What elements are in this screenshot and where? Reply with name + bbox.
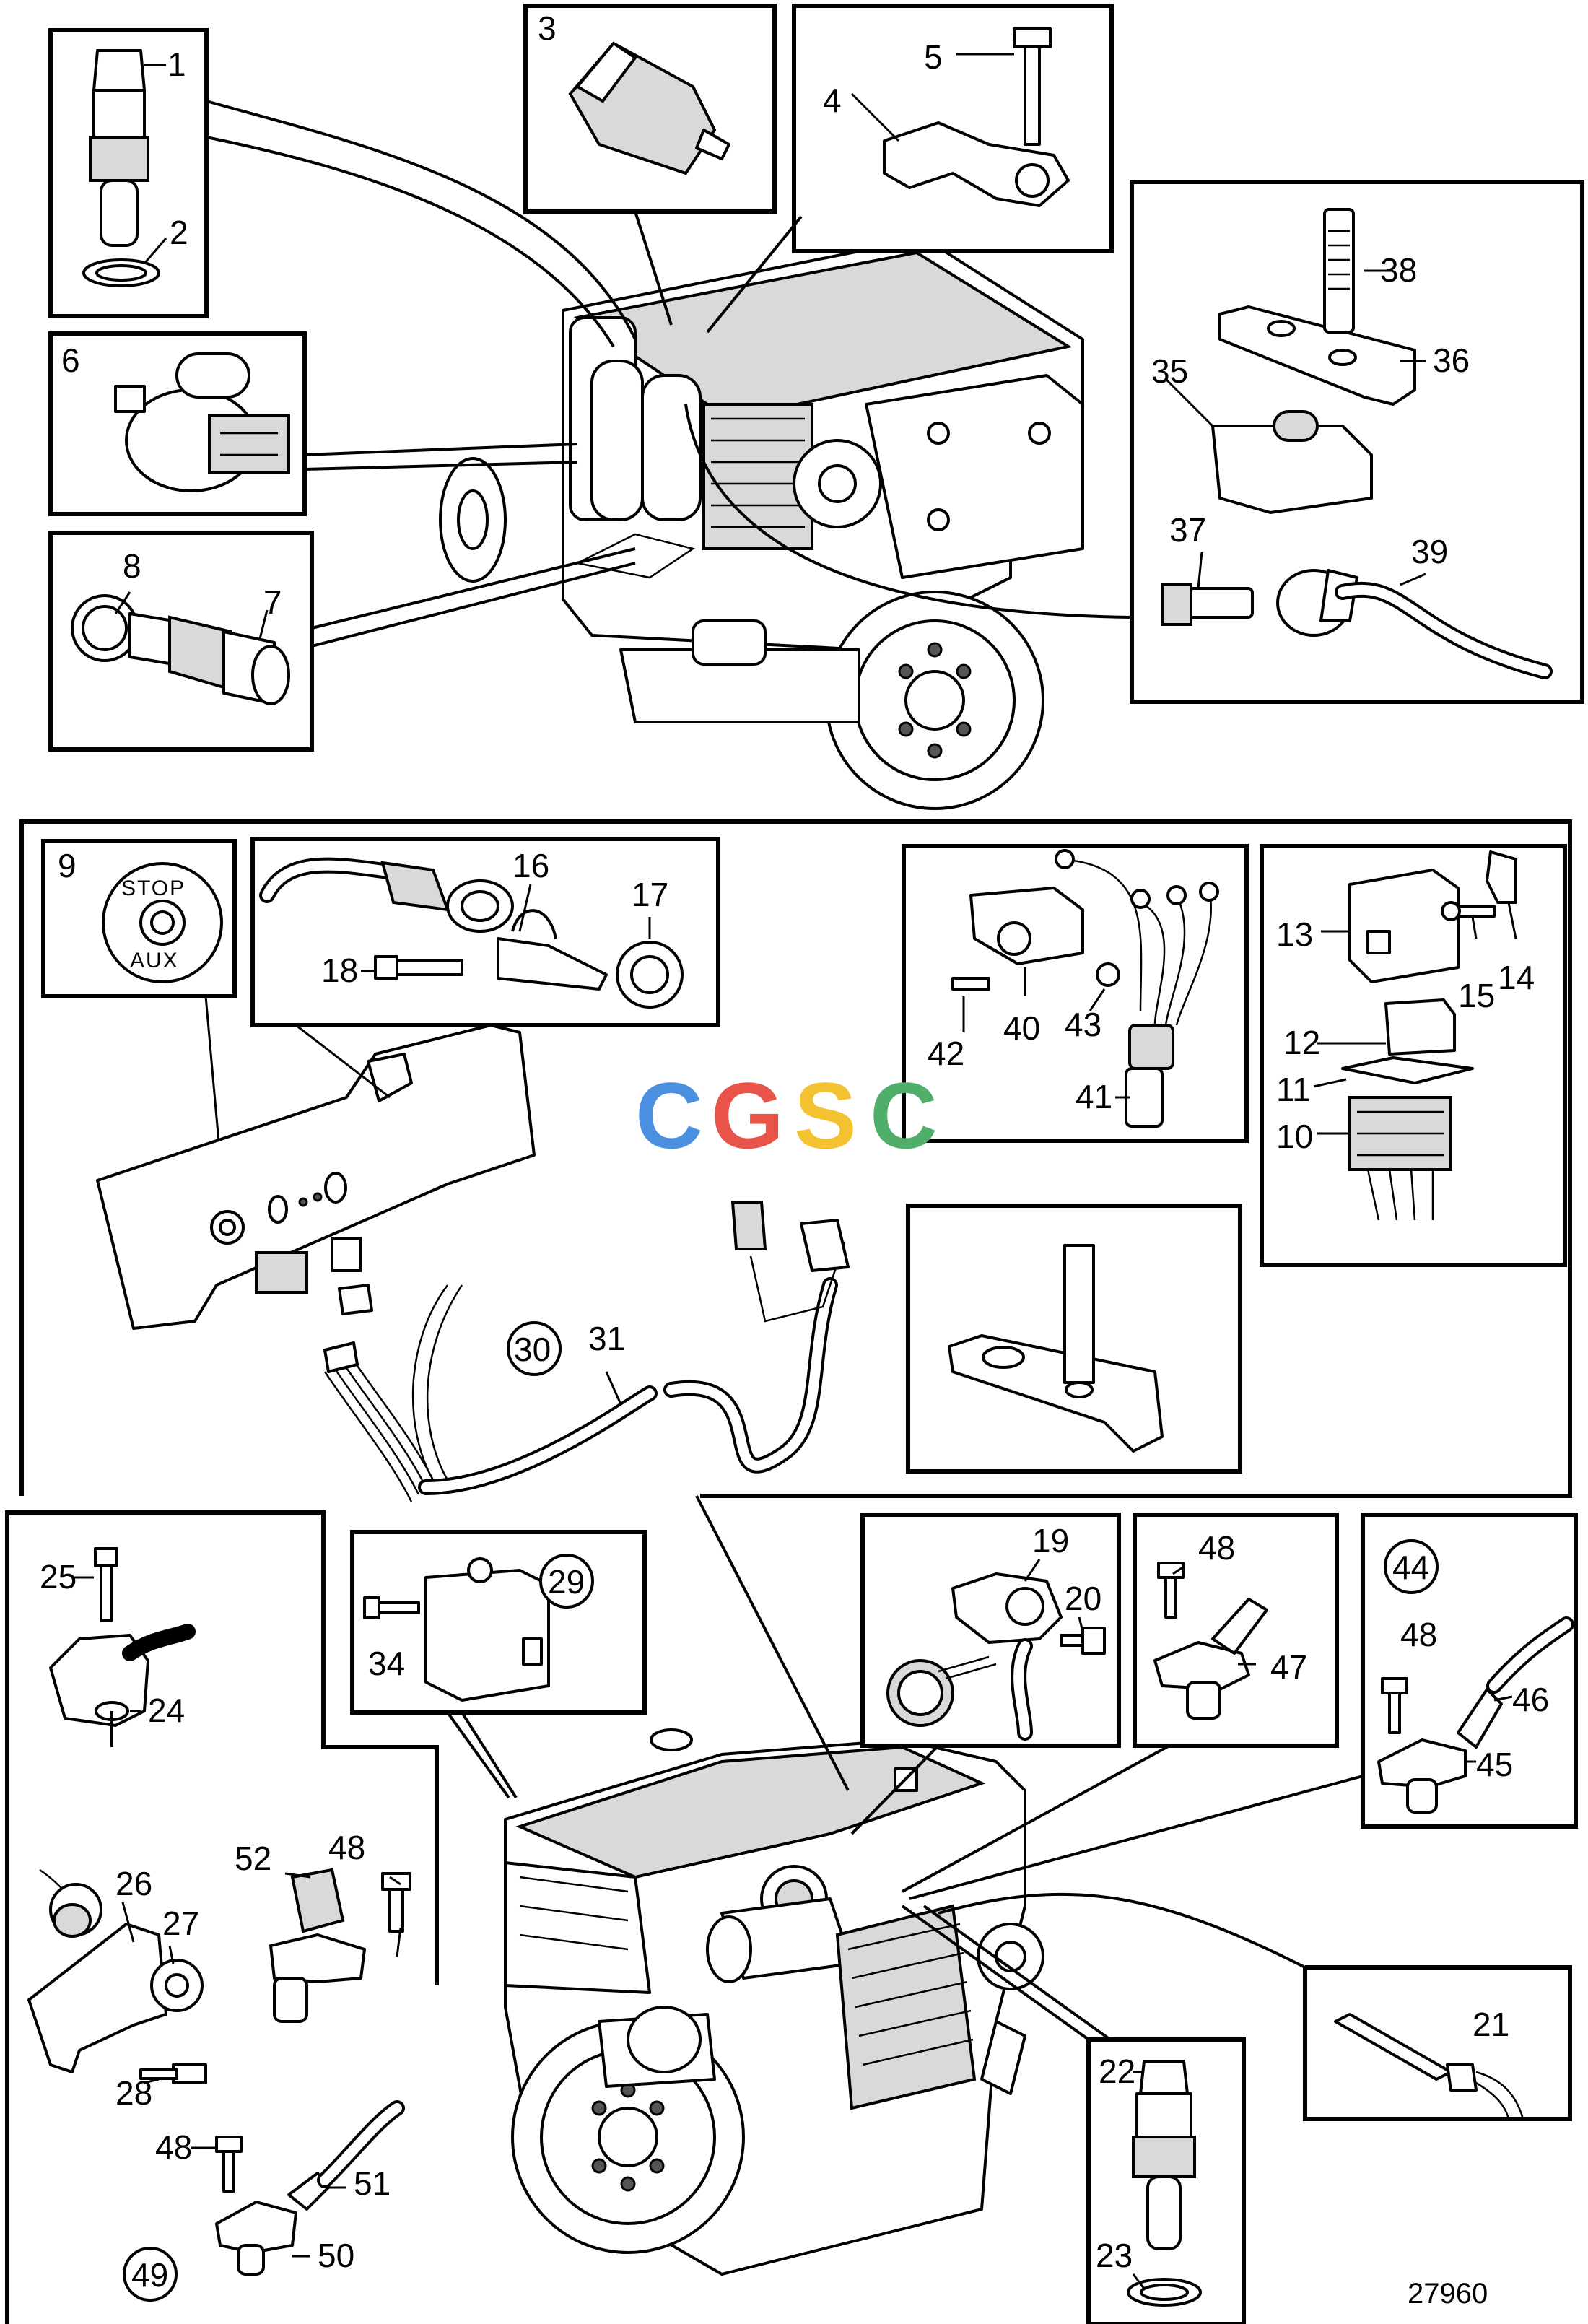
box-21: 21 (1303, 1965, 1572, 2121)
watermark-letter-1: C (635, 1063, 703, 1168)
document-number: 27960 (1408, 2278, 1488, 2310)
middle-section: 9 STOP AUX 16 17 18 (19, 819, 1572, 1502)
callout-16: 16 (512, 847, 549, 884)
callout-15: 15 (1458, 977, 1495, 1014)
callout-51: 51 (354, 2164, 391, 2202)
callout-3: 3 (538, 9, 557, 47)
callout-31: 31 (588, 1320, 625, 1357)
callout-23: 23 (1096, 2237, 1133, 2274)
callout-41: 41 (1076, 1078, 1112, 1115)
box-6: 6 (48, 331, 307, 516)
callout-10: 10 (1276, 1118, 1313, 1155)
callout-7: 7 (263, 583, 282, 621)
box-29-34: 29 34 (350, 1530, 647, 1715)
watermark-letter-2: G (711, 1063, 784, 1168)
callout-6: 6 (61, 341, 80, 379)
callout-29: 29 (548, 1563, 585, 1601)
callout-2: 2 (170, 214, 188, 251)
callout-27: 27 (162, 1905, 199, 1942)
callout-50: 50 (318, 2237, 354, 2274)
bottom-engine-illustration (504, 1728, 1044, 2276)
callout-9: 9 (58, 847, 77, 884)
callout-44: 44 (1392, 1549, 1429, 1586)
callout-22: 22 (1099, 2053, 1135, 2090)
callout-38: 38 (1380, 251, 1417, 289)
box-44-46: 44 48 46 45 (1361, 1513, 1578, 1829)
callout-8: 8 (123, 547, 141, 585)
callout-47: 47 (1270, 1648, 1307, 1686)
callout-42: 42 (928, 1035, 964, 1072)
box-3: 3 (523, 4, 777, 214)
bottom-leader-cables (446, 1495, 1364, 2041)
callout-39: 39 (1411, 533, 1448, 570)
callout-4: 4 (823, 82, 842, 119)
callout-48d: 48 (1400, 1616, 1437, 1653)
box-47-48: 48 47 (1133, 1513, 1339, 1748)
box-7-8: 8 7 (48, 531, 314, 752)
callout-21: 21 (1473, 2006, 1509, 2043)
box-1-2: 1 2 (48, 28, 209, 318)
top-engine-illustration (439, 237, 1084, 810)
stop-label: STOP (121, 876, 186, 900)
watermark-letter-4: C (870, 1063, 938, 1168)
callout-46: 46 (1512, 1681, 1549, 1718)
callout-5: 5 (924, 38, 943, 76)
callout-48b: 48 (155, 2128, 192, 2166)
callout-11: 11 (1276, 1071, 1311, 1108)
callout-24: 24 (148, 1692, 185, 1729)
box-4-5: 4 5 (792, 4, 1114, 253)
watermark: C G S C (635, 1063, 938, 1168)
callout-34: 34 (368, 1645, 405, 1682)
callout-48c: 48 (1198, 1529, 1235, 1567)
callout-35: 35 (1151, 352, 1188, 390)
callout-1: 1 (167, 45, 186, 83)
callout-30: 30 (514, 1331, 551, 1368)
box-22-23: 22 23 (1086, 2037, 1246, 2324)
top-leader-cables (206, 100, 1133, 648)
box-24-28-49-52: 25 24 26 27 28 52 48 48 51 50 49 (5, 1510, 439, 2324)
callout-13: 13 (1276, 915, 1313, 953)
callout-52: 52 (235, 1840, 271, 1877)
callout-26: 26 (115, 1865, 152, 1902)
callout-12: 12 (1283, 1024, 1320, 1061)
callout-19: 19 (1032, 1522, 1069, 1559)
callout-17: 17 (632, 876, 668, 913)
callout-48a: 48 (328, 1829, 365, 1866)
box-19-20: 19 20 (860, 1513, 1121, 1748)
callout-36: 36 (1433, 341, 1470, 379)
box-35-39: 38 36 35 37 39 (1130, 180, 1584, 704)
callout-28: 28 (115, 2074, 152, 2112)
callout-20: 20 (1065, 1580, 1101, 1617)
callout-40: 40 (1003, 1009, 1040, 1047)
callout-45: 45 (1476, 1746, 1513, 1783)
callout-37: 37 (1169, 511, 1206, 549)
callout-14: 14 (1498, 959, 1535, 996)
aux-label: AUX (130, 949, 179, 972)
callout-18: 18 (321, 952, 358, 989)
callout-49: 49 (131, 2256, 168, 2294)
callout-43: 43 (1065, 1006, 1101, 1043)
watermark-letter-3: S (794, 1063, 857, 1168)
callout-25: 25 (40, 1558, 77, 1596)
